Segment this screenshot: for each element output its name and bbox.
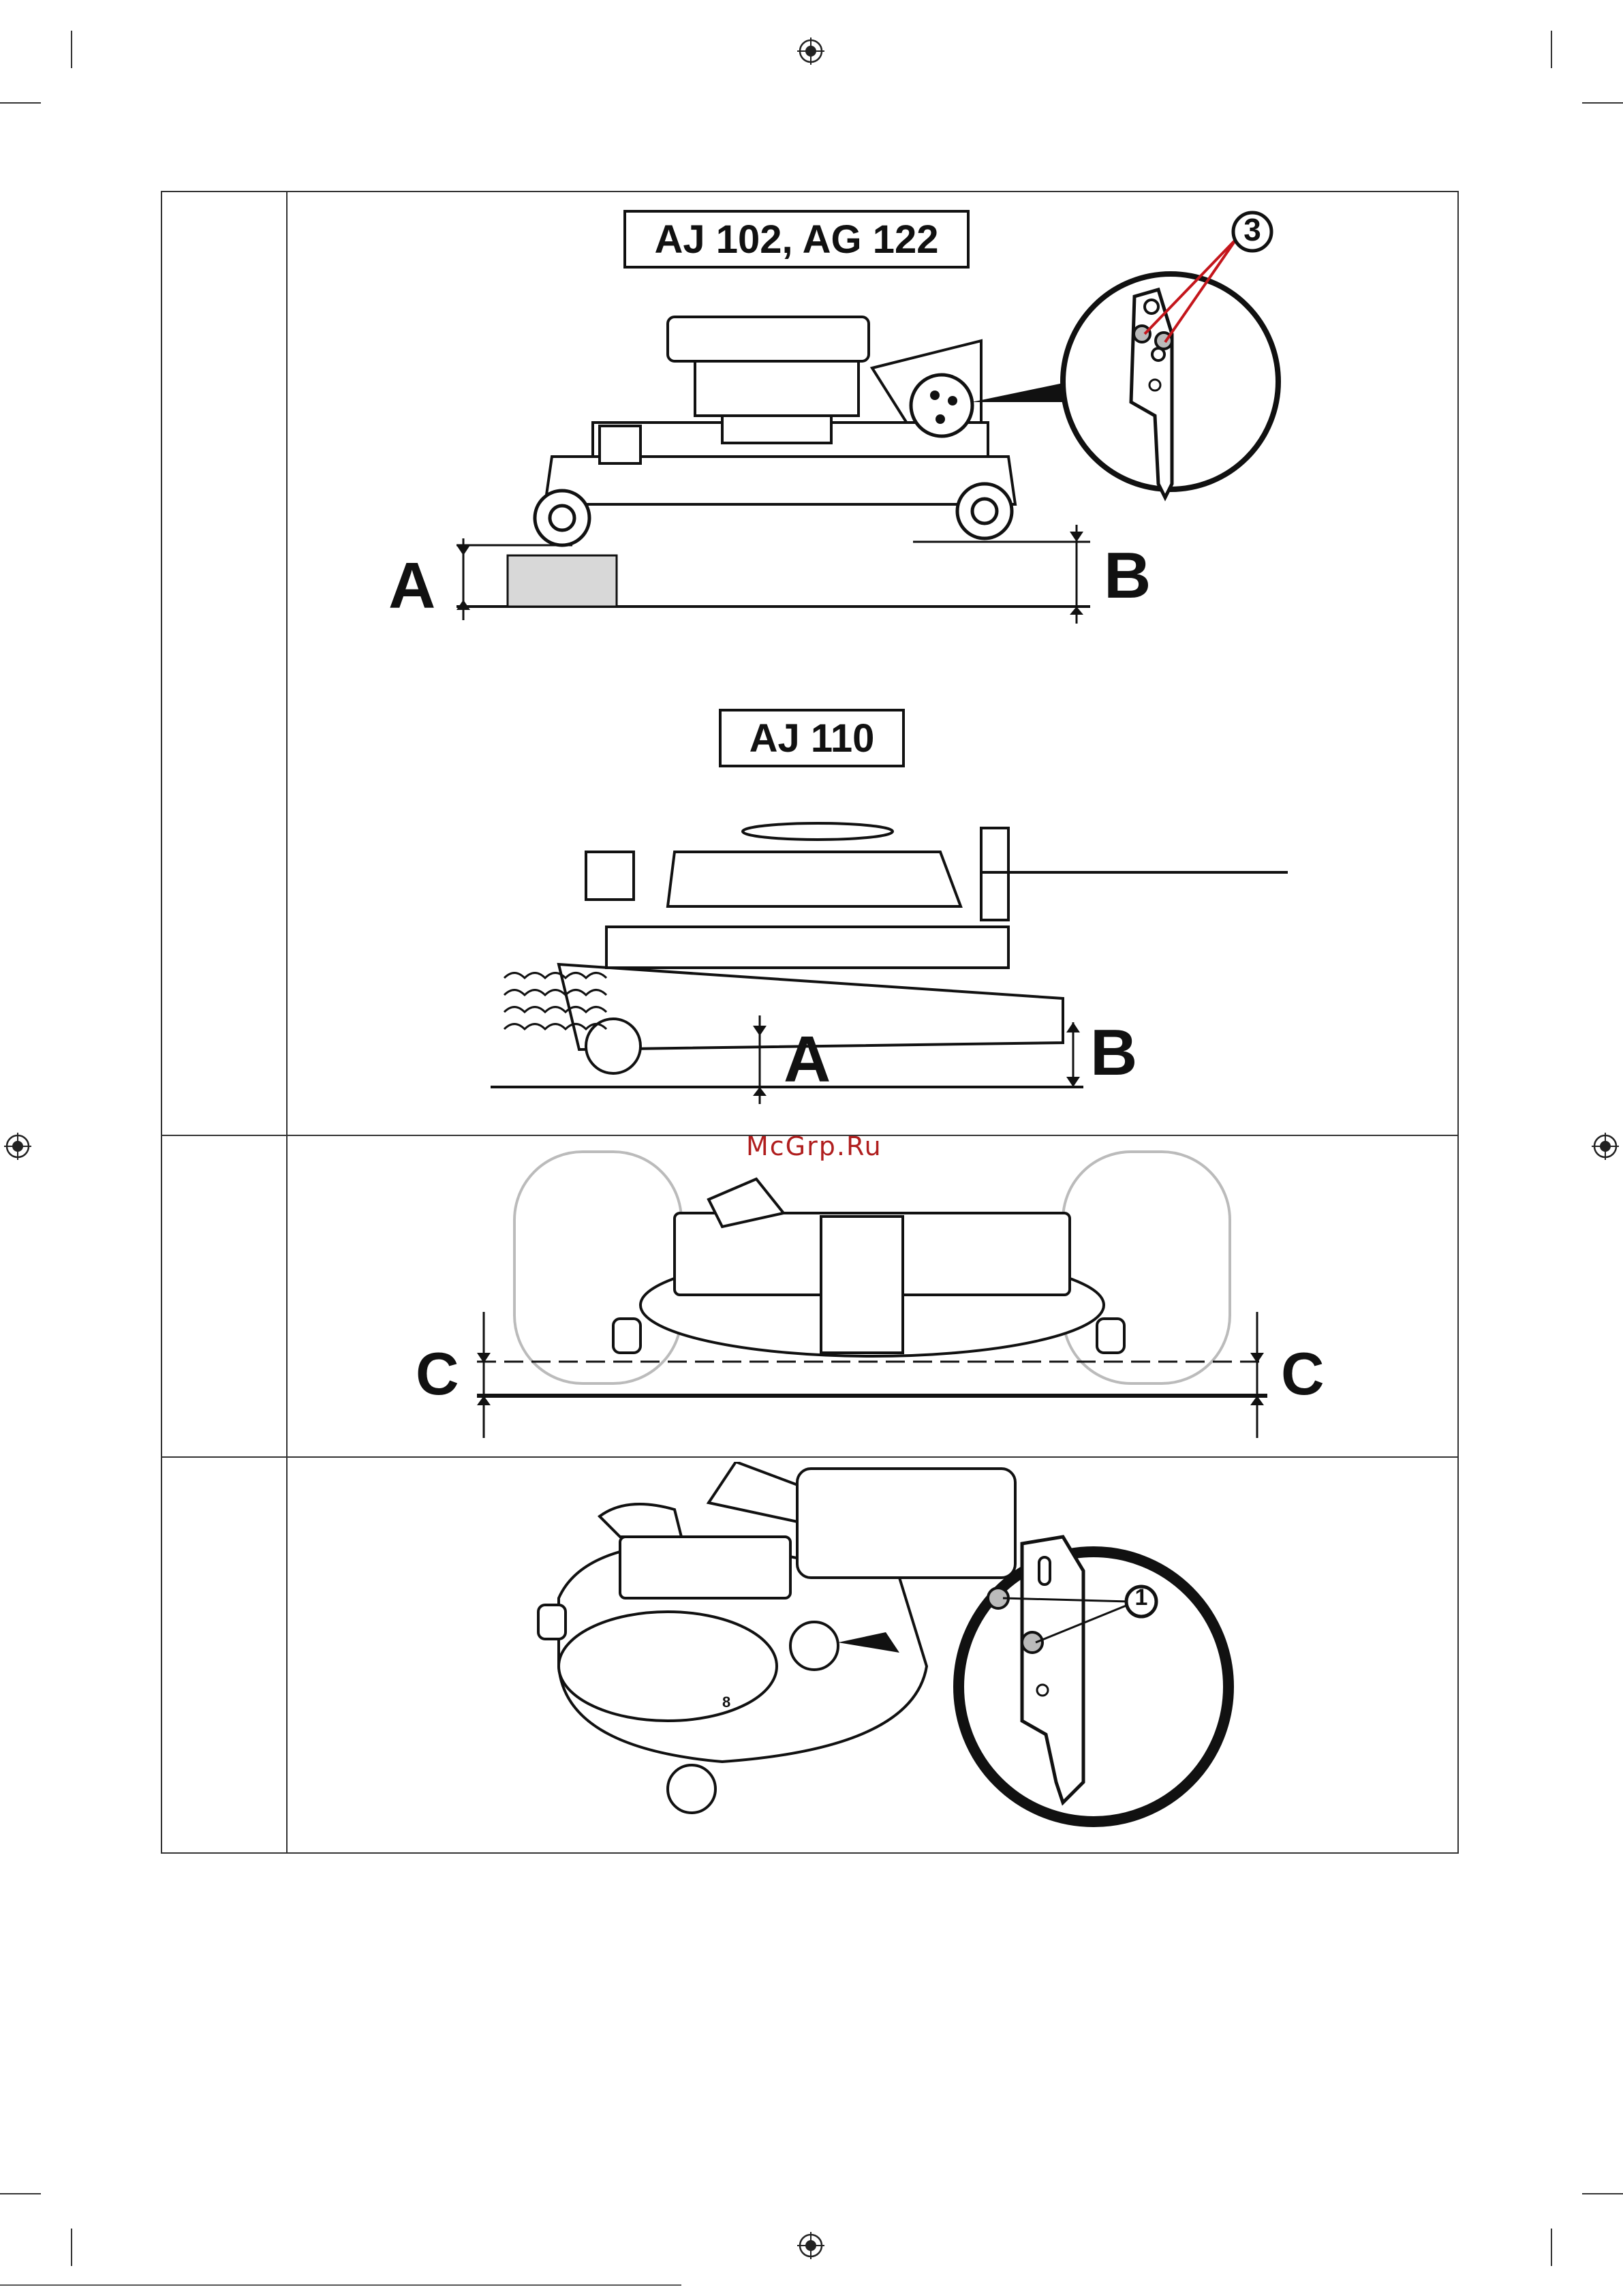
crop-mark [1551, 2229, 1552, 2266]
mower-deck-side-illustration [382, 198, 1363, 1131]
table-row-divider [161, 1456, 1459, 1458]
model-label-aj110: AJ 110 [719, 709, 905, 767]
callout-number-3: 3 [1241, 211, 1263, 252]
dimension-label-c: C [1281, 1339, 1325, 1409]
mower-deck-adjustment-illustration [518, 1462, 1431, 1850]
model-label-aj102-ag122: AJ 102, AG 122 [623, 210, 970, 269]
deck-mark-text: 8 [722, 1694, 730, 1711]
crop-mark [1551, 31, 1552, 68]
dimension-label-a: A [784, 1022, 831, 1097]
watermark-text: McGrp.Ru [746, 1131, 882, 1161]
crop-mark [1582, 2193, 1623, 2194]
registration-mark-icon [3, 1131, 33, 1161]
registration-mark-icon [1590, 1131, 1620, 1161]
registration-mark-icon [796, 2231, 826, 2261]
registration-mark-icon [796, 36, 826, 66]
figure-deck-level-front: C C [402, 1138, 1356, 1452]
table-column-divider [286, 191, 288, 1854]
callout-number-1: 1 [1133, 1585, 1149, 1616]
crop-mark [71, 2229, 72, 2266]
figure-deck-height-side: AJ 102, AG 122 AJ 110 3 A B A B [382, 198, 1363, 1131]
footer-rule [0, 2284, 681, 2286]
dimension-label-b: B [1090, 1015, 1137, 1090]
figure-deck-adjustment: 1 8 [518, 1462, 1431, 1850]
crop-mark [1582, 102, 1623, 104]
dimension-label-b: B [1104, 538, 1151, 613]
mower-deck-front-illustration [402, 1138, 1356, 1452]
dimension-label-a: A [388, 549, 435, 624]
crop-mark [71, 31, 72, 68]
crop-mark [0, 102, 41, 104]
dimension-label-c: C [416, 1339, 459, 1409]
crop-mark [0, 2193, 41, 2194]
